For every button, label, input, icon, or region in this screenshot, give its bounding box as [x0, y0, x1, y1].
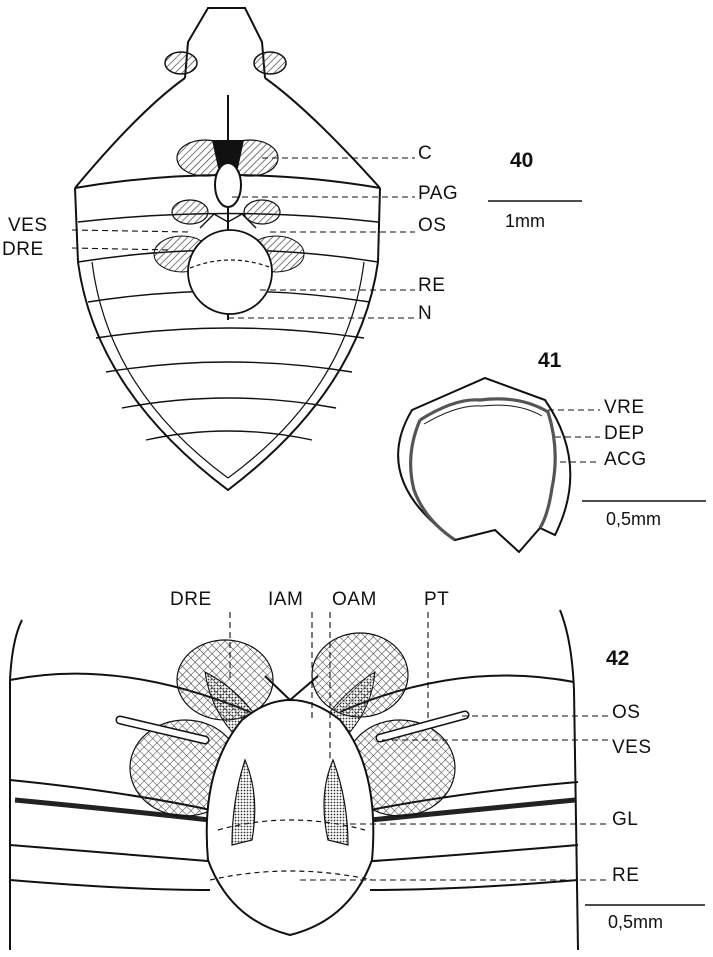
fig41-label-vre: VRE — [604, 398, 645, 417]
fig42-label-gl: GL — [612, 810, 638, 829]
fig42-label-oam: OAM — [332, 590, 377, 609]
fig40-label-os: OS — [418, 216, 446, 235]
left-eye-shape — [165, 52, 197, 74]
fig40-drawing — [75, 8, 380, 490]
fig40-label-re: RE — [418, 276, 445, 295]
fig41-label-acg: ACG — [604, 450, 647, 469]
fig42-number: 42 — [606, 648, 629, 669]
fig40-number: 40 — [510, 150, 533, 171]
fig40-scale: 1mm — [505, 212, 545, 230]
fig40-label-ves: VES — [8, 216, 48, 235]
fig40-label-n: N — [418, 304, 432, 323]
fig40-label-dre: DRE — [2, 240, 44, 259]
fig42-scale: 0,5mm — [608, 913, 663, 931]
fig42-label-ves: VES — [612, 738, 652, 757]
fig41-label-dep: DEP — [604, 424, 645, 443]
fig40-label-pag: PAG — [418, 184, 458, 203]
right-eye-shape — [254, 52, 286, 74]
fig41-scale: 0,5mm — [606, 510, 661, 528]
fig41-number: 41 — [538, 350, 561, 371]
fig40-label-c: C — [418, 144, 432, 163]
fig42-drawing — [10, 610, 578, 950]
fig42-label-iam: IAM — [268, 590, 303, 609]
fig42-label-re: RE — [612, 866, 639, 885]
fig42-label-pt: PT — [424, 590, 449, 609]
fig42-label-os: OS — [612, 703, 640, 722]
fig42-label-dre: DRE — [170, 590, 212, 609]
